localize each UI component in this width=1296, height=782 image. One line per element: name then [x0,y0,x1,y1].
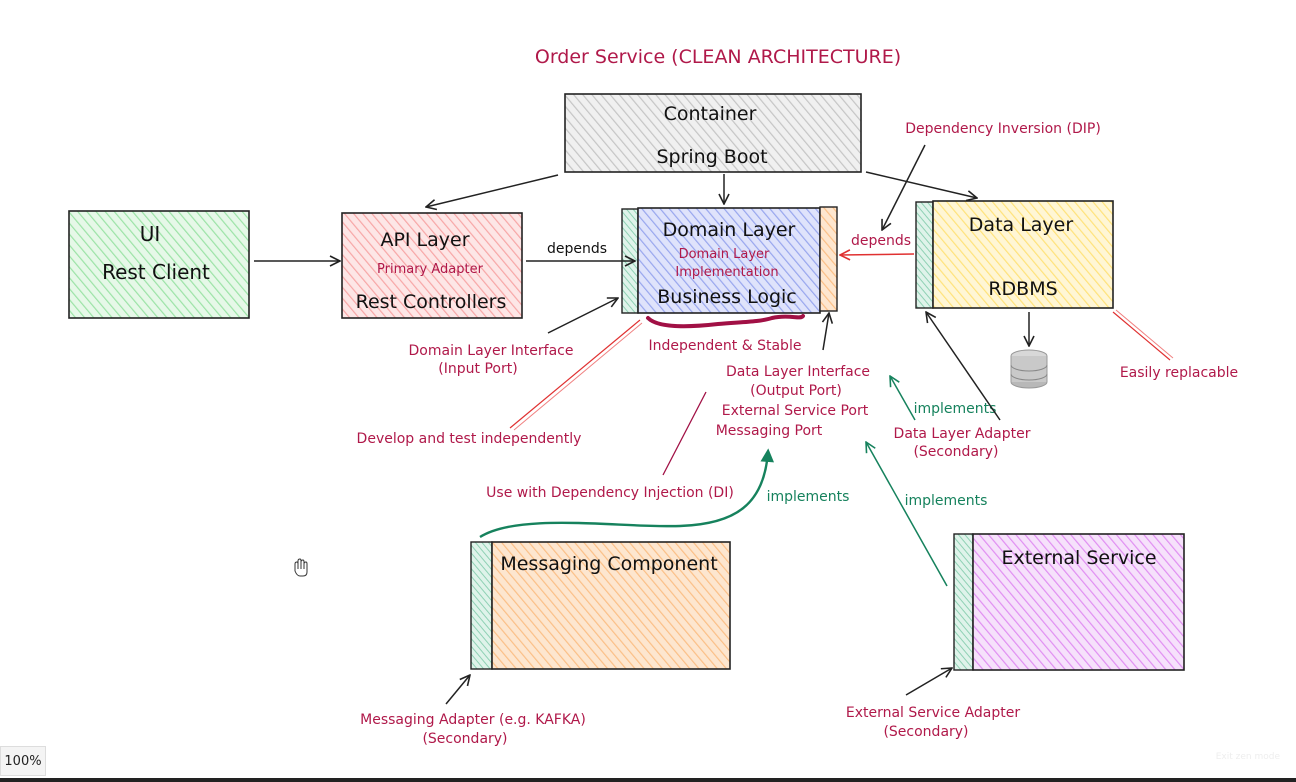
diagram-title: Order Service (CLEAN ARCHITECTURE) [535,46,901,68]
container-label: Container [664,103,757,125]
arrow-container-to-data [865,171,977,198]
bottom-edge [0,778,1296,782]
external-service-label: External Service [1001,547,1156,569]
develop-line-2 [513,322,643,431]
ui-label: UI [140,222,161,246]
api-primary-adapter-label: Primary Adapter [377,262,484,277]
database-icon [1010,349,1048,389]
output-port-label-3: External Service Port [722,403,869,419]
domain-layer-box[interactable]: Domain Layer Domain Layer Implementation… [621,206,838,314]
arrow-data-to-domain [840,254,915,255]
hand-cursor-icon [294,558,308,577]
output-port-label-4: Messaging Port [716,423,823,439]
container-box[interactable]: Container Spring Boot [564,93,862,173]
arrow-external-adapter [905,668,952,696]
messaging-component-label: Messaging Component [500,553,717,575]
di-line [662,391,707,476]
dip-label: Dependency Inversion (DIP) [905,121,1101,137]
api-layer-label: API Layer [380,229,469,251]
data-layer-box[interactable]: Data Layer RDBMS [915,200,1114,309]
messaging-adapter-label-2: (Secondary) [422,731,507,747]
domain-impl-label-1: Domain Layer [679,247,770,262]
messaging-adapter-label-1: Messaging Adapter (e.g. KAFKA) [360,712,586,728]
domain-layer-label: Domain Layer [663,219,796,241]
ui-box[interactable]: UI Rest Client [68,210,250,319]
data-adapter-label-2: (Secondary) [913,444,998,460]
api-layer-box[interactable]: API Layer Primary Adapter Rest Controlle… [341,212,523,319]
input-port-label-1: Domain Layer Interface [409,343,574,359]
arrow-container-to-api [426,174,559,207]
implements-label-2: implements [767,489,850,505]
api-rest-controllers-label: Rest Controllers [356,291,507,313]
exit-zen-mode-button[interactable]: Exit zen mode [1215,752,1280,762]
replacable-line-2 [1115,309,1174,359]
rdbms-label: RDBMS [988,278,1057,300]
arrow-input-port [547,298,618,334]
depends-left-label: depends [547,241,607,257]
arrow-independent [823,313,829,351]
arrow-implements-data [890,376,916,421]
independent-brace [646,314,805,329]
data-adapter-label-1: Data Layer Adapter [894,426,1031,442]
output-port-label-1: Data Layer Interface [726,364,870,380]
external-adapter-label-2: (Secondary) [883,724,968,740]
independent-label: Independent & Stable [649,338,802,354]
data-layer-label: Data Layer [969,214,1074,236]
arrow-messaging-adapter [445,675,470,705]
replacable-line [1112,311,1171,361]
implements-label-3: implements [905,493,988,509]
external-adapter-label-1: External Service Adapter [846,705,1021,721]
develop-line [509,319,641,429]
ui-sublabel: Rest Client [102,260,210,284]
input-port-label-2: (Input Port) [438,361,517,377]
arrow-implements-external [866,442,948,587]
external-service-box[interactable]: External Service [953,533,1185,671]
arrow-implements-messaging [479,452,768,539]
replacable-label: Easily replacable [1120,365,1238,381]
di-label: Use with Dependency Injection (DI) [486,485,734,501]
depends-right-label: depends [851,233,911,249]
develop-label: Develop and test independently [357,431,582,447]
implements-label-1: implements [914,401,997,417]
arrow-dip [882,144,926,230]
output-port-label-2: (Output Port) [750,383,842,399]
messaging-component-box[interactable]: Messaging Component [470,541,731,670]
business-logic-label: Business Logic [657,286,797,308]
container-sublabel: Spring Boot [656,146,767,168]
domain-impl-label-2: Implementation [675,265,778,280]
zoom-level-button[interactable]: 100% [0,746,46,776]
arrow-data-adapter [926,312,1001,421]
